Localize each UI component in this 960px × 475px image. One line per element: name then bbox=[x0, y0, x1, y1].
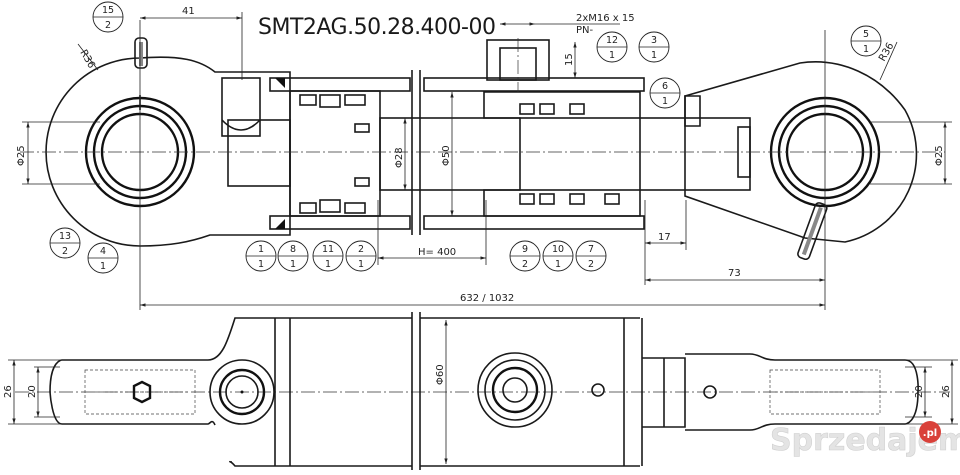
balloon-1: 11 bbox=[245, 240, 277, 272]
balloon-15: 152 bbox=[92, 1, 124, 33]
svg-text:7: 7 bbox=[588, 244, 594, 255]
hex-plug-left bbox=[132, 380, 152, 404]
grease-nipple-right bbox=[797, 202, 828, 261]
svg-text:12: 12 bbox=[606, 35, 618, 46]
dim-73: 73 bbox=[728, 268, 741, 279]
balloon-12: 121 bbox=[596, 31, 628, 63]
svg-text:9: 9 bbox=[522, 244, 528, 255]
balloon-9: 92 bbox=[509, 240, 541, 272]
dim-stroke: H= 400 bbox=[418, 247, 456, 258]
balloon-4: 41 bbox=[87, 242, 119, 274]
balloon-10: 101 bbox=[542, 240, 574, 272]
dim-barrel: Φ60 bbox=[435, 364, 446, 385]
dim-length: 632 / 1032 bbox=[460, 293, 514, 304]
grease-nipple-left bbox=[134, 37, 148, 69]
dim-eye-left: Φ25 bbox=[16, 145, 27, 166]
port-spec: 2xM16 x 15 bbox=[576, 13, 635, 24]
dim-left-20: 20 bbox=[27, 385, 38, 398]
svg-text:.pl: .pl bbox=[923, 428, 937, 439]
svg-text:15: 15 bbox=[102, 5, 114, 16]
svg-text:5: 5 bbox=[863, 29, 869, 40]
svg-text:2: 2 bbox=[62, 246, 68, 257]
external-view bbox=[15, 312, 950, 470]
svg-text:8: 8 bbox=[290, 244, 296, 255]
dim-port-depth: 15 bbox=[564, 53, 575, 66]
balloon-3: 31 bbox=[638, 31, 670, 63]
svg-text:2: 2 bbox=[522, 259, 528, 270]
right-eye-section bbox=[684, 61, 918, 261]
drawing-title: SMT2AG.50.28.400-00 bbox=[258, 15, 495, 40]
dim-left-26: 26 bbox=[3, 385, 14, 398]
balloon-11: 111 bbox=[312, 240, 344, 272]
balloon-13: 132 bbox=[49, 227, 81, 259]
watermark-badge bbox=[919, 421, 941, 443]
svg-text:6: 6 bbox=[662, 81, 668, 92]
section-view bbox=[20, 20, 945, 310]
svg-text:1: 1 bbox=[662, 96, 668, 107]
svg-text:11: 11 bbox=[322, 244, 334, 255]
barrel-section bbox=[227, 38, 751, 235]
svg-text:2: 2 bbox=[588, 259, 594, 270]
svg-text:13: 13 bbox=[59, 231, 71, 242]
svg-text:4: 4 bbox=[100, 246, 106, 257]
svg-text:1: 1 bbox=[358, 259, 364, 270]
balloon-6: 61 bbox=[649, 77, 681, 109]
svg-text:1: 1 bbox=[609, 50, 615, 61]
svg-text:2: 2 bbox=[358, 244, 364, 255]
svg-text:1: 1 bbox=[863, 44, 869, 55]
port-note: PN- bbox=[576, 25, 594, 36]
dim-eye-right: Φ25 bbox=[934, 145, 945, 166]
balloon-7: 72 bbox=[575, 240, 607, 272]
dim-17: 17 bbox=[658, 232, 671, 243]
svg-text:1: 1 bbox=[651, 50, 657, 61]
svg-text:1: 1 bbox=[100, 261, 106, 272]
svg-text:1: 1 bbox=[258, 244, 264, 255]
svg-text:1: 1 bbox=[325, 259, 331, 270]
dimensions-external: 26 20 Φ60 20 26 bbox=[3, 320, 958, 464]
balloon-8: 81 bbox=[277, 240, 309, 272]
svg-text:10: 10 bbox=[552, 244, 564, 255]
svg-text:2: 2 bbox=[105, 20, 111, 31]
dim-41: 41 bbox=[182, 6, 195, 17]
watermark: Sprzedajemy .pl bbox=[770, 421, 960, 458]
svg-text:1: 1 bbox=[290, 259, 296, 270]
balloon-5: 51 bbox=[850, 25, 882, 57]
balloon-2: 21 bbox=[345, 240, 377, 272]
dim-radius-left: R36 bbox=[77, 48, 96, 71]
dimensions-section: 41 SMT2AG.50.28.400-00 2xM16 x 15 PN- 15… bbox=[16, 6, 952, 307]
svg-text:1: 1 bbox=[555, 259, 561, 270]
svg-text:1: 1 bbox=[258, 259, 264, 270]
dim-right-26: 26 bbox=[941, 385, 952, 398]
dim-right-20: 20 bbox=[914, 385, 925, 398]
dim-rod: Φ28 bbox=[394, 147, 405, 168]
svg-text:3: 3 bbox=[651, 35, 657, 46]
dim-bore: Φ50 bbox=[441, 145, 452, 166]
